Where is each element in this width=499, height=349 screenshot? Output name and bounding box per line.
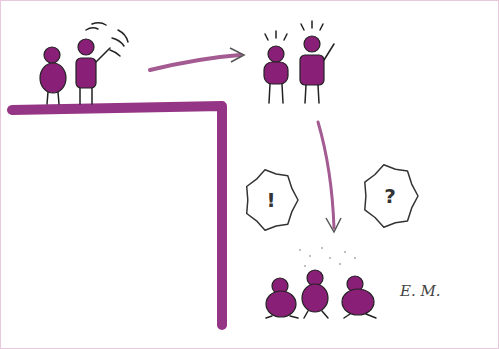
bubble-symbol: ! <box>266 188 275 212</box>
speech-bubble: ? <box>358 160 422 232</box>
speech-bubble: ! <box>240 165 302 235</box>
signature: E. M. <box>400 282 441 300</box>
bubble-symbol: ? <box>384 184 396 208</box>
